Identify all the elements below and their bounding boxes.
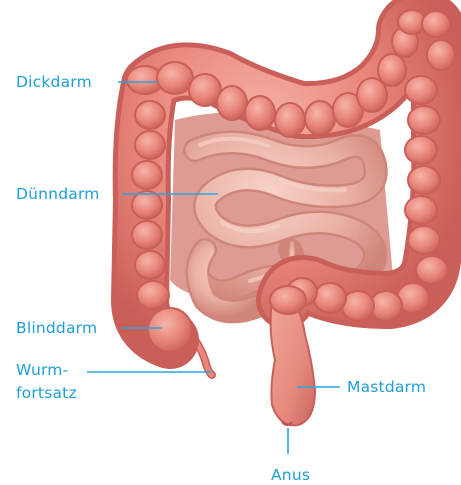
label-duenndarm: Dünndarm	[16, 184, 100, 204]
label-dickdarm: Dickdarm	[16, 72, 92, 92]
label-wurmfortsatz-line2: fortsatz	[16, 382, 77, 405]
label-mastdarm: Mastdarm	[347, 377, 426, 397]
label-anus: Anus	[271, 465, 310, 485]
label-blinddarm: Blinddarm	[16, 318, 97, 338]
label-wurmfortsatz-line1: Wurm-	[16, 359, 68, 382]
rectum	[271, 300, 315, 425]
